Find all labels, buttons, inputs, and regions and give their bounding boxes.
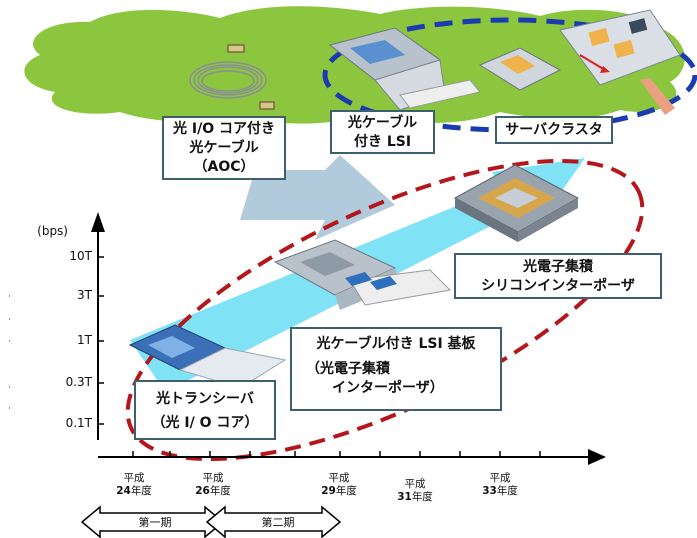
label-transceiver-line2: （光 I/ O コア） (151, 415, 259, 431)
label-aoc-line3: （AOC） (193, 159, 255, 175)
phase2-label: 第二期 (261, 516, 295, 529)
x-tick-h33: 平成 33年度 (470, 472, 530, 498)
label-cable-lsi-line2: 付き LSI (353, 134, 412, 150)
x-tick-h31-era: 平成 (404, 478, 426, 490)
label-lsi-board-line1: 光ケーブル付き LSI 基板 (316, 336, 476, 352)
y-axis-arrow (91, 212, 105, 232)
label-silicon-line2: シリコンインターポーザ (481, 278, 635, 294)
y-axis-unit: (bps) (37, 224, 68, 238)
label-cable-lsi-line1: 光ケーブル (347, 115, 418, 131)
label-silicon-interposer: 光電子集積 シリコンインターポーザ (454, 253, 662, 299)
aoc-cable-image (189, 44, 275, 110)
x-tick-h26-suffix: 年度 (209, 485, 231, 497)
x-ticks (132, 451, 541, 457)
x-tick-h29-era: 平成 (328, 472, 350, 484)
x-tick-h24-era: 平成 (123, 472, 145, 484)
y-tick-0-3t: 0.3T (65, 375, 92, 389)
label-aoc-line1: 光 I/O コア付き (173, 121, 275, 137)
label-aoc-line2: 光ケーブル (189, 140, 259, 156)
label-aoc: 光 I/O コア付き 光ケーブル （AOC） (162, 116, 286, 180)
green-cloud (24, 6, 685, 124)
label-cable-lsi: 光ケーブル 付き LSI (330, 110, 435, 154)
y-ticks (98, 256, 104, 425)
y-tick-1t: 1T (77, 333, 92, 347)
x-tick-h33-year: 33 (482, 485, 497, 497)
x-tick-h24-suffix: 年度 (130, 485, 152, 497)
cable-lsi-image (328, 27, 481, 111)
x-tick-h29-year: 29 (321, 485, 336, 497)
x-tick-h33-suffix: 年度 (496, 485, 518, 497)
x-tick-h31-year: 31 (397, 491, 412, 503)
transceiver-image (128, 324, 287, 389)
margin-dot: · (8, 337, 11, 347)
x-tick-h26-era: 平成 (202, 472, 224, 484)
label-lsi-board: 光ケーブル付き LSI 基板 （光電子集積 インターポーザ） (290, 327, 502, 411)
phase2-arrow (205, 505, 342, 538)
margin-dot: · (8, 292, 11, 302)
x-axis-arrow (588, 449, 606, 465)
y-tick-10t: 10T (69, 249, 92, 263)
label-transceiver-line1: 光トランシーバ (156, 391, 254, 407)
x-tick-h24-year: 24 (116, 485, 131, 497)
x-tick-h26: 平成 26年度 (183, 472, 243, 498)
silicon-interposer-image (453, 164, 580, 242)
label-lsi-board-line2: （光電子集積 (306, 361, 390, 377)
x-tick-h31-suffix: 年度 (411, 491, 433, 503)
y-tick-3t: 3T (77, 288, 92, 302)
margin-dot: · (8, 404, 11, 414)
y-tick-0-1t: 0.1T (65, 416, 92, 430)
x-tick-h31: 平成 31年度 (385, 478, 445, 504)
interposer-chip-small (478, 47, 562, 91)
label-server-cluster-text: サーバクラスタ (505, 122, 603, 138)
phase1-label: 第一期 (138, 516, 172, 529)
server-board-image (559, 9, 681, 115)
x-tick-h29: 平成 29年度 (309, 472, 369, 498)
margin-dot: · (8, 383, 11, 393)
margin-dot: · (8, 315, 11, 325)
label-transceiver: 光トランシーバ （光 I/ O コア） (134, 380, 276, 440)
x-tick-h24: 平成 24年度 (104, 472, 164, 498)
x-tick-h26-year: 26 (195, 485, 210, 497)
label-server-cluster: サーバクラスタ (495, 116, 613, 144)
label-silicon-line1: 光電子集積 (523, 259, 593, 275)
lsi-board-image (273, 239, 452, 310)
x-tick-h33-era: 平成 (489, 472, 511, 484)
x-tick-h29-suffix: 年度 (335, 485, 357, 497)
label-lsi-board-line3: インターポーザ） (332, 380, 444, 396)
